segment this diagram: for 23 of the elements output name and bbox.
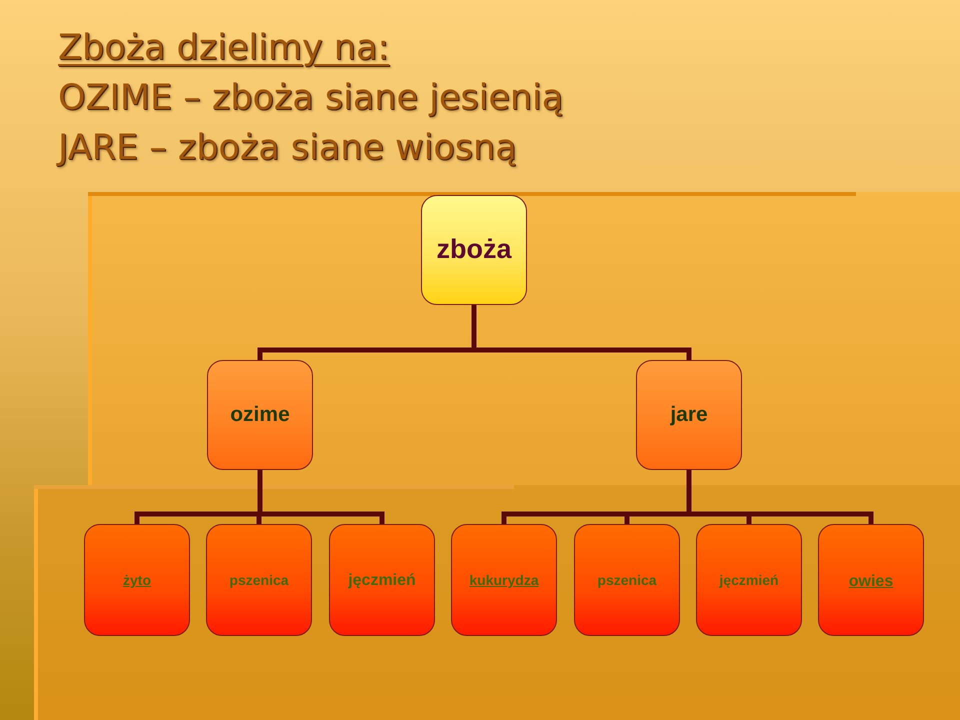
category-box <box>818 524 924 636</box>
category-box <box>451 524 557 636</box>
category-box <box>84 524 190 636</box>
node-label: ozime <box>230 402 290 428</box>
category-box <box>421 195 527 305</box>
node-label: jęczmień <box>348 572 416 590</box>
link-text: owies <box>848 572 894 592</box>
node-label: pszenica <box>229 572 289 588</box>
category-box <box>574 524 680 636</box>
link-text: kukurydza <box>469 572 539 588</box>
category-box <box>636 360 742 470</box>
node-label: jęczmień <box>719 572 779 588</box>
category-box <box>207 360 313 470</box>
link-text: żyto <box>123 572 151 588</box>
node-label: pszenica <box>597 572 657 588</box>
definition-text: JARE – zboża siane wiosną <box>58 127 517 170</box>
category-box <box>329 524 435 636</box>
definition-text: OZIME – zboża siane jesienią <box>58 77 564 120</box>
slide-title: Zboża dzielimy na: <box>58 27 390 70</box>
node-label: jare <box>670 402 708 428</box>
category-box <box>696 524 802 636</box>
category-box <box>206 524 312 636</box>
node-label: zboża <box>436 234 512 266</box>
